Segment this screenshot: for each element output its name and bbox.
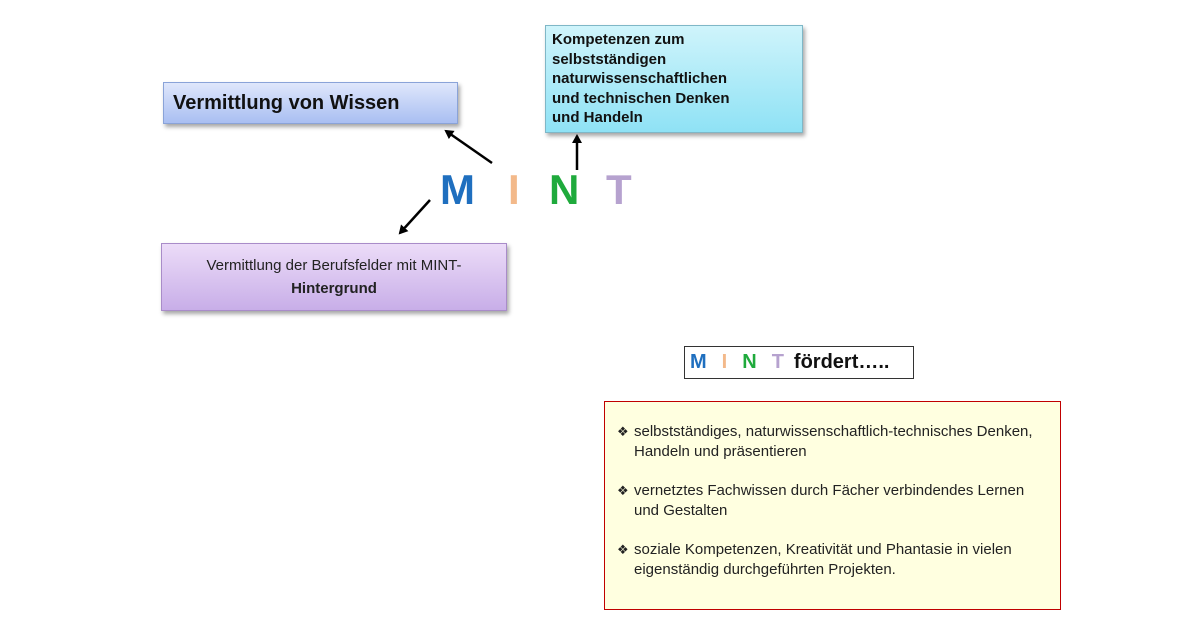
foerdert-letter-m: M: [690, 351, 707, 373]
box-vermittlung-wissen: Vermittlung von Wissen: [163, 82, 458, 124]
box-kompetenzen: Kompetenzen zum selbstständigen naturwis…: [545, 25, 803, 133]
kompetenz-line: und Handeln: [552, 109, 643, 126]
mint-foerdert-heading: M I N T fördert…..: [684, 346, 914, 379]
beruf-line-1: Vermittlung der Berufsfelder mit MINT-: [206, 257, 462, 274]
bullet-text: vernetztes Fachwissen durch Fächer verbi…: [634, 482, 1025, 519]
foerdert-word: fördert…..: [793, 351, 890, 373]
bullet-item: ❖ selbstständiges, naturwissenschaftlich…: [617, 422, 1050, 462]
bullet-item: ❖ vernetztes Fachwissen durch Fächer ver…: [617, 481, 1050, 521]
mint-letter-n: N: [549, 166, 580, 213]
box-wissen-label: Vermittlung von Wissen: [173, 91, 400, 114]
diamond-bullet-icon: ❖: [617, 542, 629, 557]
mint-letter-t: T: [606, 166, 632, 213]
bullet-text: selbstständiges, naturwissenschaftlich-t…: [634, 423, 1033, 460]
kompetenz-line: selbstständigen: [552, 50, 667, 68]
foerdert-letter-i: I: [721, 351, 728, 373]
kompetenz-line: naturwissenschaftlichen: [552, 70, 728, 87]
mint-letter-m: M: [440, 166, 475, 213]
foerdert-letter-n: N: [742, 351, 757, 373]
diamond-bullet-icon: ❖: [617, 424, 629, 439]
diamond-bullet-icon: ❖: [617, 483, 629, 498]
arrow-to-wissen: [444, 129, 493, 165]
kompetenz-line: Kompetenzen zum: [552, 31, 685, 48]
bullet-text: soziale Kompetenzen, Kreativität und Pha…: [634, 541, 1012, 578]
foerdert-letter-t: T: [771, 351, 784, 373]
arrow-to-beruf: [398, 199, 431, 235]
mint-letter-i: I: [508, 166, 520, 213]
foerdert-bullet-box: ❖ selbstständiges, naturwissenschaftlich…: [604, 401, 1061, 610]
bullet-item: ❖ soziale Kompetenzen, Kreativität und P…: [617, 540, 1050, 580]
beruf-line-2: Hintergrund: [291, 280, 377, 297]
box-berufsfelder: Vermittlung der Berufsfelder mit MINT- H…: [161, 243, 507, 311]
kompetenz-line: und technischen Denken: [552, 89, 730, 107]
